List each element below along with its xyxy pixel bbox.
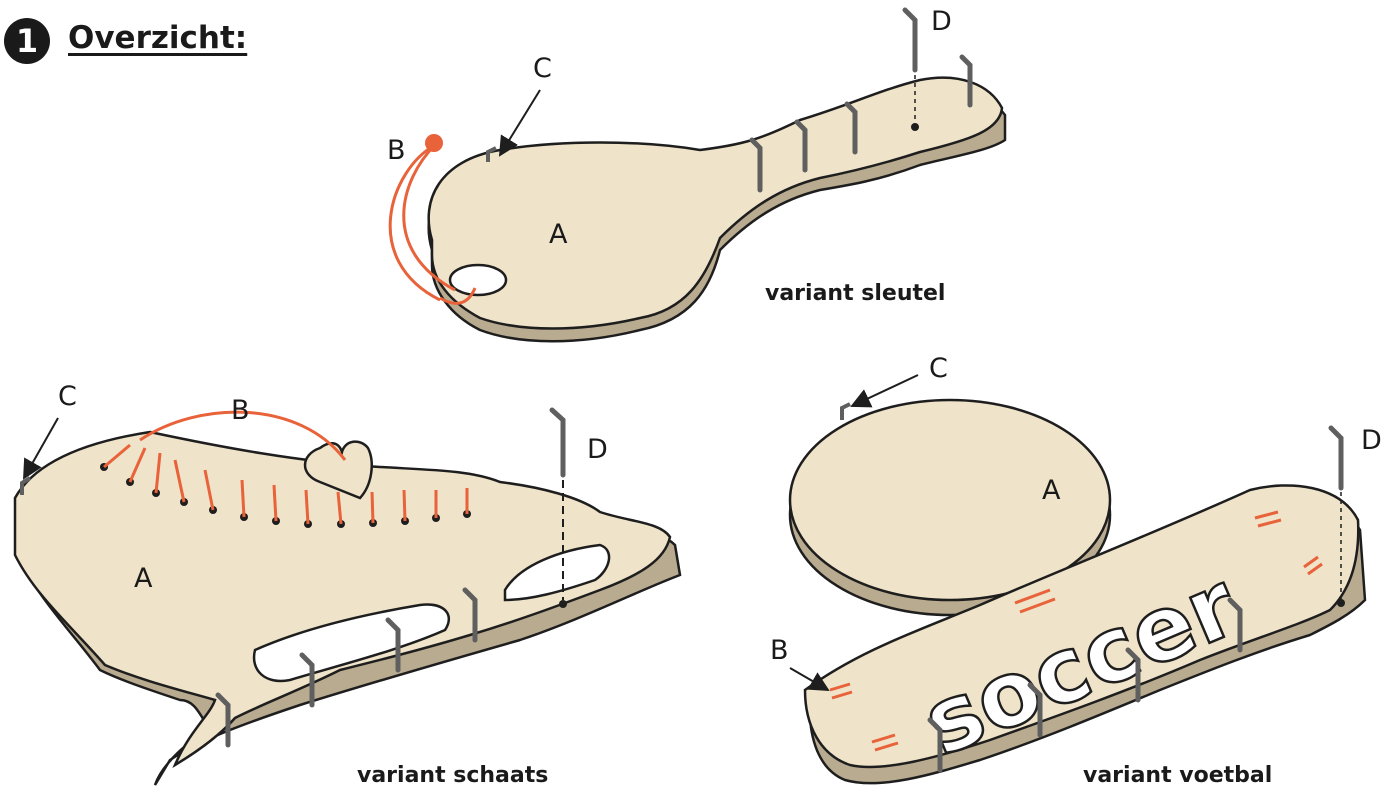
soccer-label-c: C	[929, 355, 948, 382]
key-string-bead	[425, 134, 443, 152]
skate-caption: variant schaats	[357, 765, 548, 787]
key-label-a: A	[549, 221, 567, 248]
soccer-arrow-c	[852, 375, 918, 406]
skate-label-a: A	[134, 565, 152, 592]
skate-hook-d-hole	[559, 600, 567, 608]
soccer-hook-d-hole	[1337, 599, 1345, 607]
soccer-caption: variant voetbal	[1083, 765, 1272, 787]
skate-label-b: B	[231, 397, 250, 424]
key-label-d: D	[931, 8, 952, 35]
skate-label-d: D	[587, 436, 608, 463]
soccer-label-a: A	[1042, 477, 1060, 504]
key-label-c: C	[533, 55, 552, 82]
skate-label-c: C	[58, 383, 77, 410]
skate-hook-D	[552, 410, 563, 475]
key-hook-d-hole	[911, 123, 919, 131]
key-caption: variant sleutel	[765, 283, 945, 305]
soccer-label-b: B	[770, 637, 789, 664]
soccer-label-d: D	[1361, 427, 1382, 454]
soccer-hook-C	[842, 404, 850, 420]
soccer-board	[790, 400, 1365, 783]
key-hook-D	[905, 10, 915, 70]
soccer-hook-D	[1331, 428, 1341, 488]
key-hole	[450, 265, 506, 295]
key-label-b: B	[387, 137, 406, 164]
